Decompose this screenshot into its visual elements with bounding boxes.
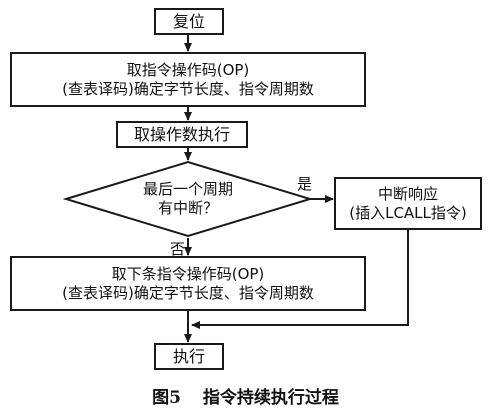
line-interrupt-return	[191, 230, 409, 329]
no-label: 否	[170, 240, 186, 258]
fetch-operand-box: 取操作数执行	[116, 121, 248, 148]
fetch-opcode-line1: 取指令操作码(OP)	[126, 60, 250, 79]
interrupt-line1: 中断响应	[377, 184, 438, 203]
decision-line1: 最后一个周期	[142, 180, 233, 199]
fetch-next-line1: 取下条指令操作码(OP)	[111, 264, 265, 283]
fetch-operand-label: 取操作数执行	[133, 124, 230, 144]
decision-line2: 有中断？	[157, 199, 218, 217]
fetch-opcode-line2: (查表译码)确定字节长度、指令周期数	[62, 79, 314, 98]
fetch-next-line2: (查表译码)确定字节长度、指令周期数	[62, 283, 314, 302]
fetch-opcode-box: 取指令操作码(OP) (查表译码)确定字节长度、指令周期数	[10, 52, 366, 107]
interrupt-line2: (插入LCALL指令)	[349, 203, 467, 222]
figure-number: 图5	[152, 388, 181, 408]
yes-label: 是	[297, 175, 313, 193]
execute-label: 执行	[172, 346, 205, 366]
reset-label: 复位	[172, 11, 205, 31]
decision-text: 最后一个周期 有中断？	[110, 178, 266, 220]
figure-title: 指令持续执行过程	[202, 388, 339, 408]
execute-box: 执行	[154, 343, 224, 370]
figure-caption: 图5 指令持续执行过程	[0, 383, 491, 408]
fetch-next-box: 取下条指令操作码(OP) (查表译码)确定字节长度、指令周期数	[10, 256, 366, 311]
interrupt-response-box: 中断响应 (插入LCALL指令)	[334, 177, 482, 230]
decision-diamond	[62, 160, 314, 238]
reset-box: 复位	[154, 8, 224, 35]
